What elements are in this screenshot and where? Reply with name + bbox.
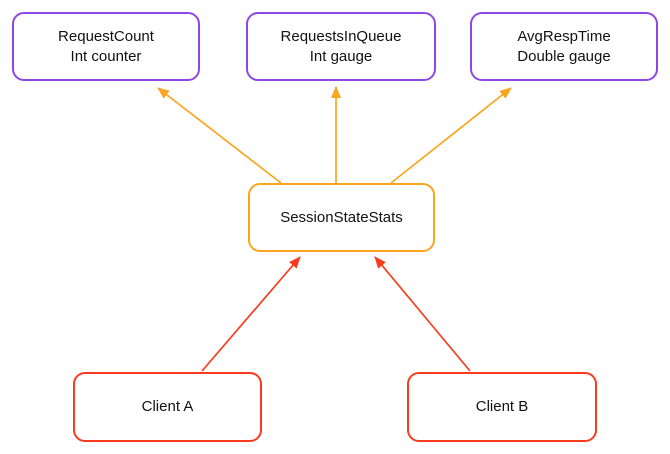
node-session-state-stats-name: SessionStateStats [280, 208, 403, 226]
edge-stats-to-request-count [157, 87, 282, 184]
node-requests-in-queue-name: RequestsInQueue [280, 27, 402, 45]
node-client-b-name: Client B [475, 398, 529, 415]
node-avg-resp-time-type: Double gauge [517, 47, 611, 65]
node-client-a-name: Client A [141, 398, 194, 415]
node-avg-resp-time-name: AvgRespTime [517, 27, 611, 45]
edge-client-a-to-stats [201, 256, 301, 372]
node-avg-resp-time[interactable]: AvgRespTime Double gauge [470, 12, 658, 81]
node-client-b[interactable]: Client B [407, 372, 597, 442]
node-session-state-stats[interactable]: SessionStateStats [248, 183, 435, 252]
node-requests-in-queue-type: Int gauge [309, 47, 373, 65]
node-request-count-type: Int counter [70, 47, 142, 65]
node-client-a[interactable]: Client A [73, 372, 262, 442]
node-request-count-name: RequestCount [58, 27, 154, 45]
node-requests-in-queue[interactable]: RequestsInQueue Int gauge [246, 12, 436, 81]
node-request-count[interactable]: RequestCount Int counter [12, 12, 200, 81]
edge-client-b-to-stats [374, 256, 471, 372]
edge-stats-to-avg-resp-time [390, 87, 512, 184]
